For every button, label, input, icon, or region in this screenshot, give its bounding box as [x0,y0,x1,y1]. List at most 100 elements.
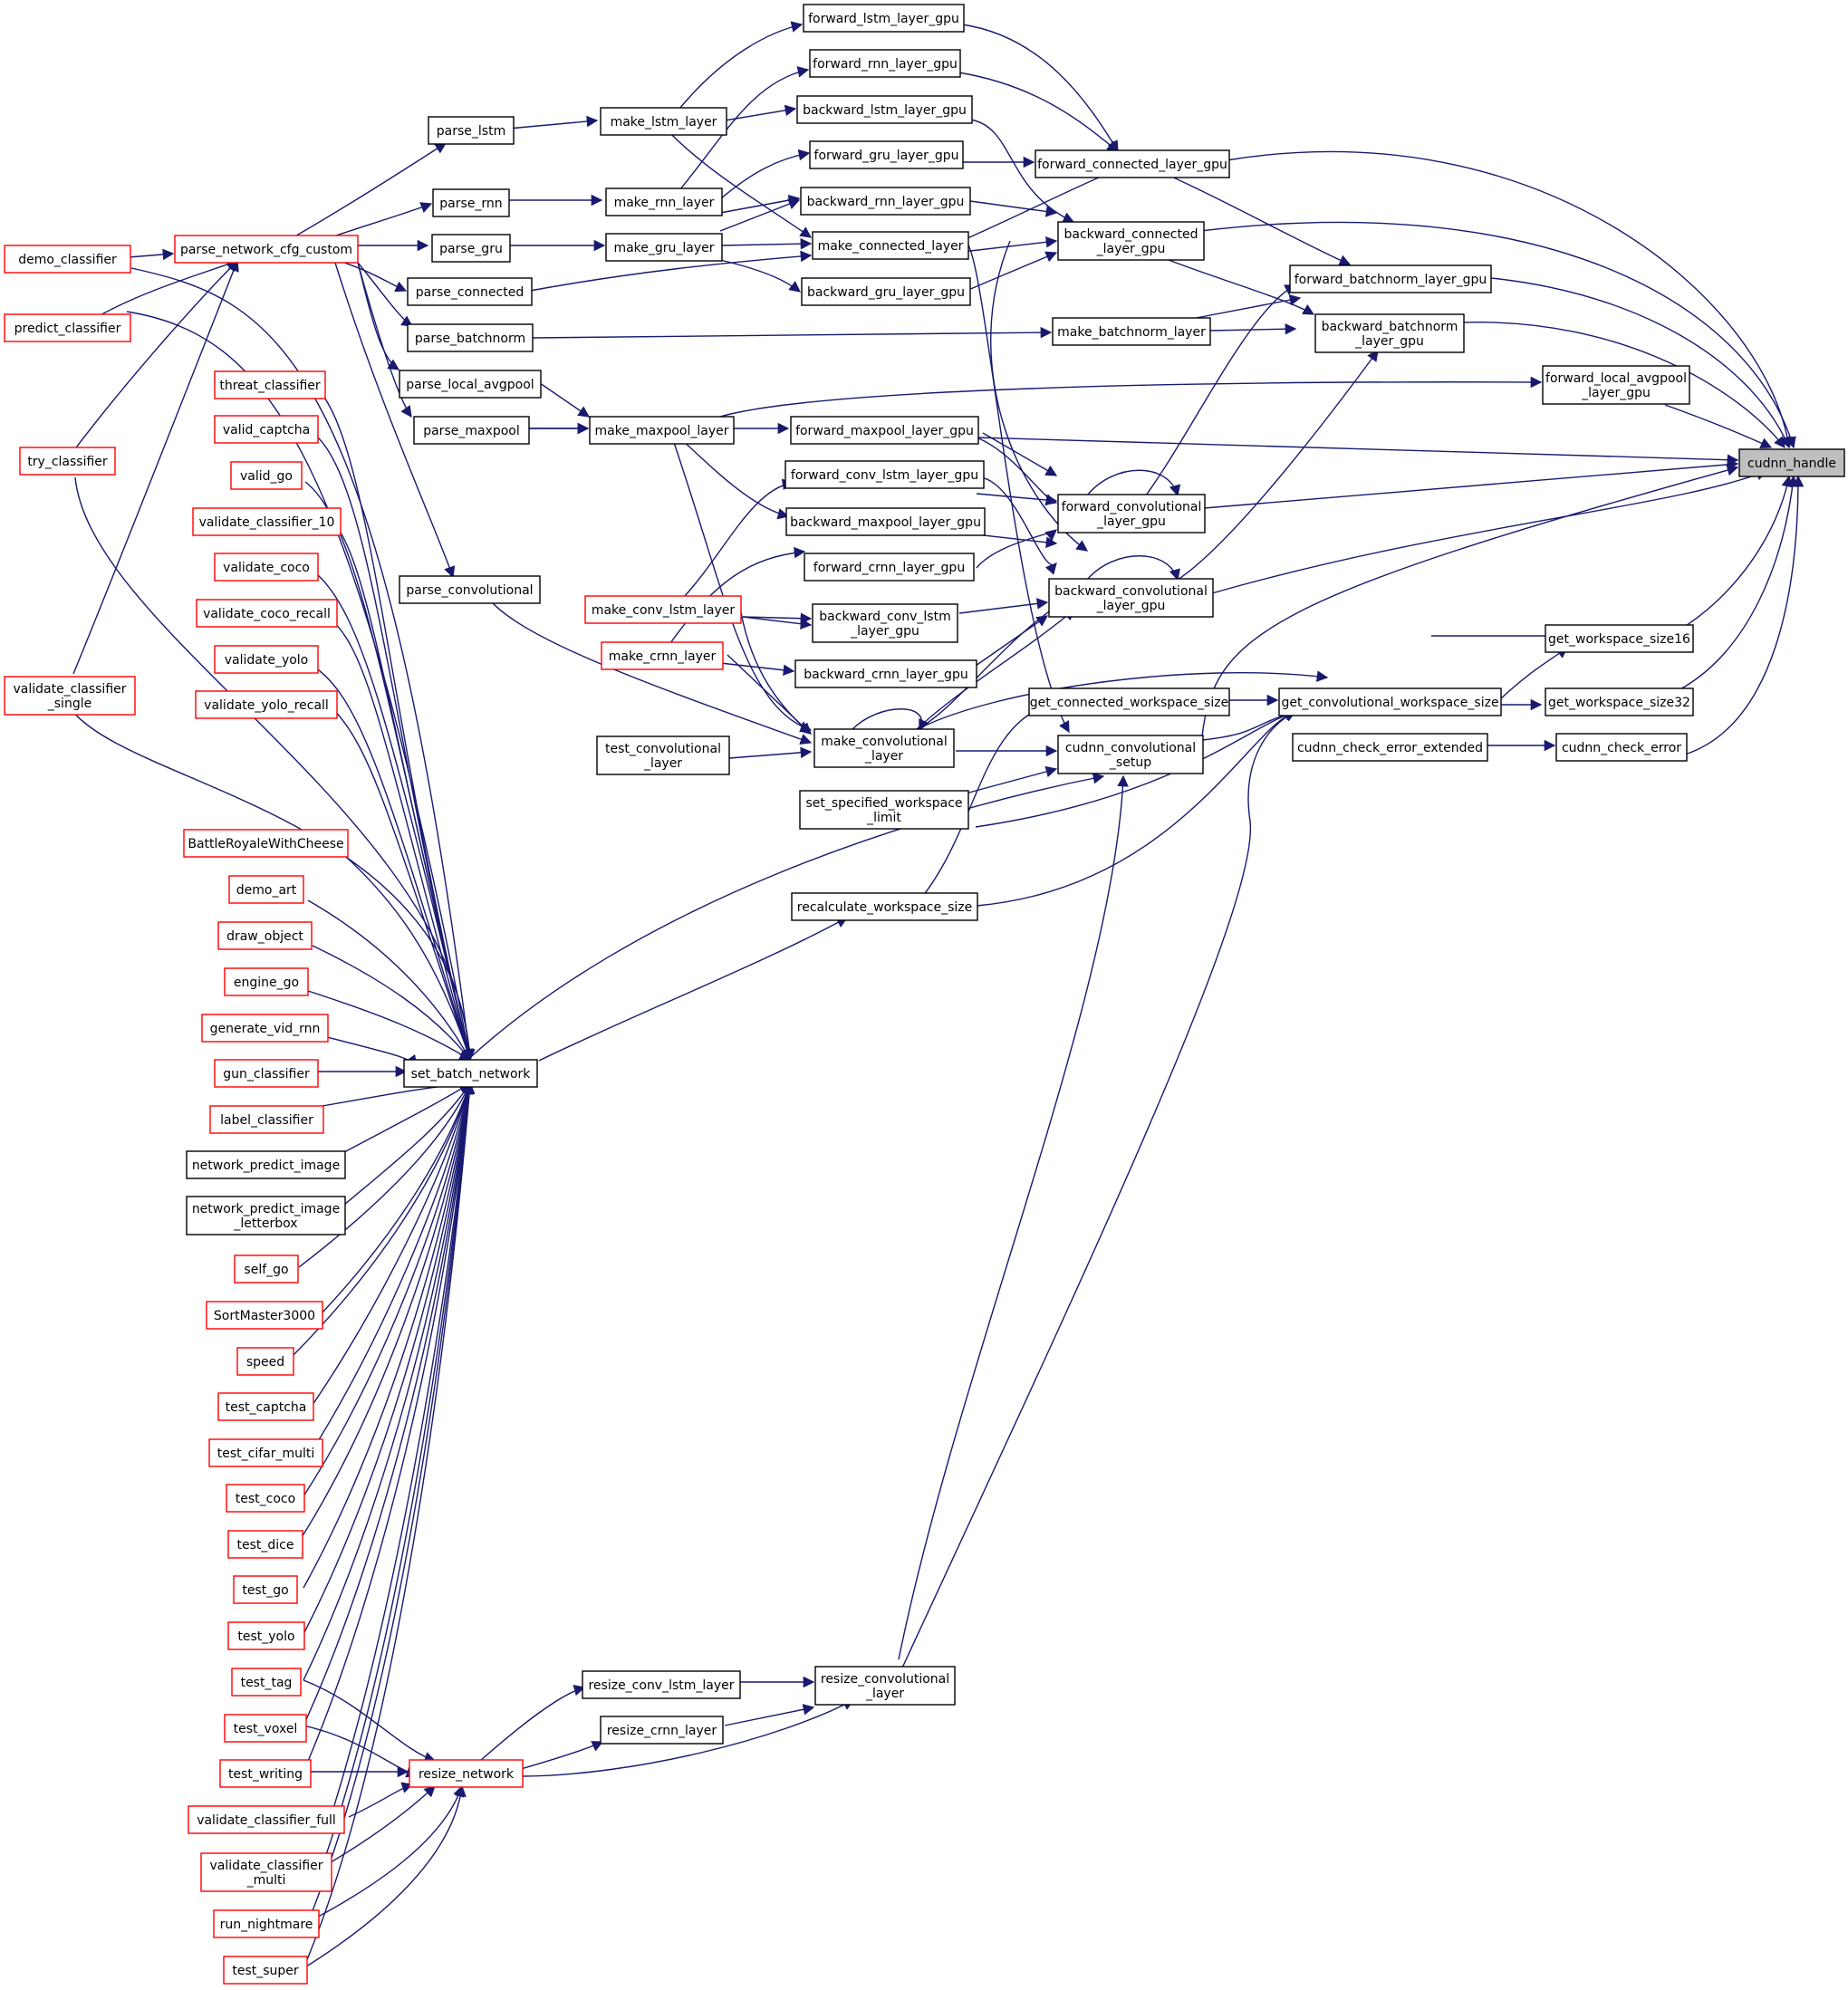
node-test-voxel[interactable]: test_voxel [224,1714,307,1743]
node-validate-classifier-single[interactable]: validate_classifier_single [4,676,136,716]
node-backward-crnn-layer-gpu[interactable]: backward_crnn_layer_gpu [794,659,977,688]
node-backward-connected-layer-gpu[interactable]: backward_connected_layer_gpu [1057,221,1205,261]
node-forward-batchnorm-layer-gpu[interactable]: forward_batchnorm_layer_gpu [1289,264,1492,293]
node-run-nightmare[interactable]: run_nightmare [213,1909,320,1938]
node-label: parse_local_avgpool [406,378,534,392]
node-resize-conv-lstm-layer[interactable]: resize_conv_lstm_layer [582,1670,741,1699]
node-predict-classifier[interactable]: predict_classifier [4,313,131,342]
node-backward-rnn-layer-gpu[interactable]: backward_rnn_layer_gpu [800,187,971,216]
node-resize-network[interactable]: resize_network [409,1759,524,1788]
node-test-convolutional-layer[interactable]: test_convolutional_layer [596,735,730,775]
node-make-crnn-layer[interactable]: make_crnn_layer [601,641,724,670]
node-draw-object[interactable]: draw_object [217,921,313,950]
node-forward-gru-layer-gpu[interactable]: forward_gru_layer_gpu [809,140,964,169]
node-make-lstm-layer[interactable]: make_lstm_layer [600,107,727,136]
node-forward-crnn-layer-gpu[interactable]: forward_crnn_layer_gpu [804,553,975,582]
node-test-cifar-multi[interactable]: test_cifar_multi [208,1438,323,1467]
node-validate-yolo[interactable]: validate_yolo [214,645,319,674]
node-parse-network-cfg-custom[interactable]: parse_network_cfg_custom [174,235,359,264]
node-backward-lstm-layer-gpu[interactable]: backward_lstm_layer_gpu [796,95,973,124]
node-backward-maxpool-layer-gpu[interactable]: backward_maxpool_layer_gpu [785,507,986,536]
node-speed[interactable]: speed [236,1347,294,1376]
node-try-classifier[interactable]: try_classifier [19,447,116,476]
node-get-workspace-size16[interactable]: get_workspace_size16 [1545,624,1694,653]
node-recalculate-workspace-size[interactable]: recalculate_workspace_size [791,892,978,921]
node-parse-gru[interactable]: parse_gru [431,234,511,263]
node-parse-local-avgpool[interactable]: parse_local_avgpool [399,370,542,399]
node-parse-rnn[interactable]: parse_rnn [432,188,510,217]
node-test-tag[interactable]: test_tag [231,1668,302,1697]
node-engine-go[interactable]: engine_go [224,967,309,996]
node-gun-classifier[interactable]: gun_classifier [214,1059,319,1088]
node-set-batch-network[interactable]: set_batch_network [403,1059,538,1088]
node-backward-batchnorm-layer-gpu[interactable]: backward_batchnorm_layer_gpu [1314,313,1465,353]
node-parse-batchnorm[interactable]: parse_batchnorm [407,323,534,352]
node-box [188,1805,345,1834]
node-make-gru-layer[interactable]: make_gru_layer [605,233,723,262]
node-resize-convolutional-layer[interactable]: resize_convolutional_layer [814,1666,956,1706]
node-label-classifier[interactable]: label_classifier [209,1105,324,1134]
node-cudnn-check-error-extended[interactable]: cudnn_check_error_extended [1292,733,1488,762]
node-backward-conv-lstm-layer-gpu[interactable]: backward_conv_lstm_layer_gpu [812,603,958,643]
node-make-batchnorm-layer[interactable]: make_batchnorm_layer [1052,317,1211,346]
node-threat-classifier[interactable]: threat_classifier [214,370,326,399]
node-forward-convolutional-layer-gpu[interactable]: forward_convolutional_layer_gpu [1057,494,1206,534]
node-get-connected-workspace-size[interactable]: get_connected_workspace_size [1028,687,1230,716]
node-validate-coco[interactable]: validate_coco [214,553,319,582]
node-parse-connected[interactable]: parse_connected [407,277,533,306]
node-forward-maxpool-layer-gpu[interactable]: forward_maxpool_layer_gpu [790,416,979,445]
node-network-predict-image[interactable]: network_predict_image [186,1150,346,1179]
node-box [201,1014,329,1043]
node-label: backward_batchnorm [1322,320,1458,334]
node-SortMaster3000[interactable]: SortMaster3000 [206,1301,323,1330]
node-test-captcha[interactable]: test_captcha [217,1392,314,1421]
node-validate-classifier-10[interactable]: validate_classifier_10 [192,507,342,536]
node-cudnn-check-error[interactable]: cudnn_check_error [1555,733,1688,762]
node-label: forward_maxpool_layer_gpu [795,424,974,438]
node-test-go[interactable]: test_go [233,1575,298,1604]
node-generate-vid-rnn[interactable]: generate_vid_rnn [201,1014,329,1043]
node-make-connected-layer[interactable]: make_connected_layer [812,231,969,260]
node-label: test_go [242,1583,288,1598]
node-self-go[interactable]: self_go [234,1255,299,1283]
node-validate-classifier-full[interactable]: validate_classifier_full [188,1805,345,1834]
node-get-workspace-size32[interactable]: get_workspace_size32 [1545,687,1694,716]
node-set-specified-workspace-limit[interactable]: set_specified_workspace_limit [799,790,969,830]
node-cudnn-convolutional-setup[interactable]: cudnn_convolutional_setup [1057,735,1204,774]
node-valid-go[interactable]: valid_go [230,461,303,490]
node-box [1738,448,1845,477]
node-get-convolutional-workspace-size[interactable]: get_convolutional_workspace_size [1278,687,1502,716]
node-label: _layer_gpu [850,624,919,639]
node-parse-lstm[interactable]: parse_lstm [428,116,515,145]
node-validate-yolo-recall[interactable]: validate_yolo_recall [195,690,338,719]
node-box [399,370,542,399]
node-parse-convolutional[interactable]: parse_convolutional [399,575,541,604]
node-backward-convolutional-layer-gpu[interactable]: backward_convolutional_layer_gpu [1048,578,1214,618]
node-make-conv-lstm-layer[interactable]: make_conv_lstm_layer [584,595,742,624]
node-network-predict-image-letterbox[interactable]: network_predict_image_letterbox [186,1196,346,1235]
node-resize-crnn-layer[interactable]: resize_crnn_layer [600,1716,724,1745]
node-test-yolo[interactable]: test_yolo [227,1621,305,1650]
node-parse-maxpool[interactable]: parse_maxpool [413,416,530,445]
node-validate-coco-recall[interactable]: validate_coco_recall [196,599,338,628]
node-cudnn-handle[interactable]: cudnn_handle [1738,448,1845,477]
node-test-writing[interactable]: test_writing [219,1759,312,1788]
node-backward-gru-layer-gpu[interactable]: backward_gru_layer_gpu [801,277,971,306]
node-make-maxpool-layer[interactable]: make_maxpool_layer [589,416,735,445]
node-valid-captcha[interactable]: valid_captcha [214,415,319,444]
node-forward-local-avgpool-layer-gpu[interactable]: forward_local_avgpool_layer_gpu [1542,365,1690,405]
node-validate-classifier-multi[interactable]: validate_classifier_multi [200,1852,332,1892]
node-demo-art[interactable]: demo_art [228,875,304,904]
node-test-coco[interactable]: test_coco [226,1484,305,1513]
node-box [1057,494,1206,534]
node-demo-classifier[interactable]: demo_classifier [4,245,131,274]
node-BattleRoyaleWithCheese[interactable]: BattleRoyaleWithCheese [183,829,349,858]
node-make-convolutional-layer[interactable]: make_convolutional_layer [813,728,955,768]
node-forward-rnn-layer-gpu[interactable]: forward_rnn_layer_gpu [809,49,961,78]
node-make-rnn-layer[interactable]: make_rnn_layer [605,187,723,216]
node-forward-connected-layer-gpu[interactable]: forward_connected_layer_gpu [1035,149,1230,178]
node-test-dice[interactable]: test_dice [227,1530,303,1559]
node-forward-conv-lstm-layer-gpu[interactable]: forward_conv_lstm_layer_gpu [784,460,985,489]
node-test-super[interactable]: test_super [223,1956,308,1985]
node-forward-lstm-layer-gpu[interactable]: forward_lstm_layer_gpu [803,4,965,33]
